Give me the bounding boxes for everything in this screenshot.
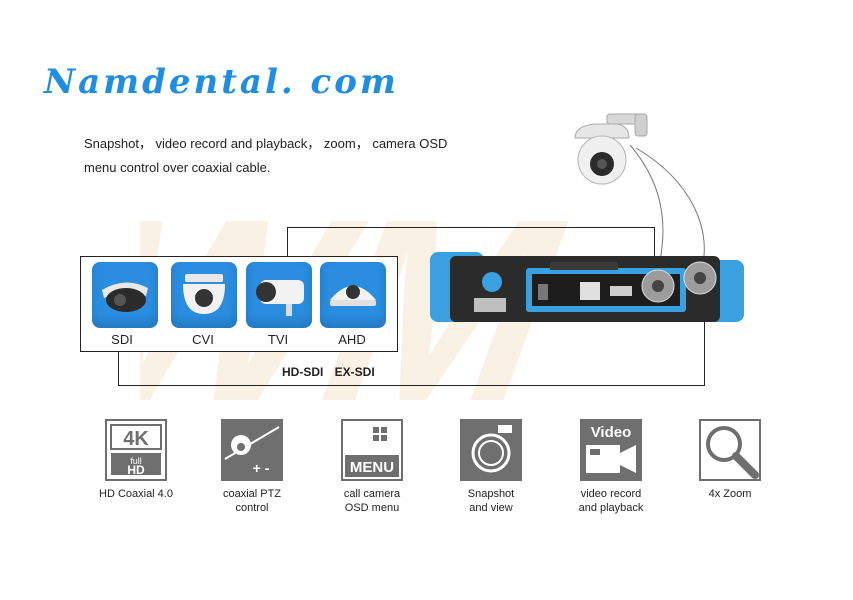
tester-device-image — [430, 252, 744, 322]
tvi-camera-tile — [246, 262, 312, 328]
menu-icon: MENU — [341, 419, 403, 481]
hd-text: HD — [127, 463, 145, 477]
feature-label-zoom: 4x Zoom — [708, 488, 752, 500]
camera-label-sdi: SDI — [111, 332, 133, 347]
dome-camera-icon — [183, 274, 225, 314]
menu-text: MENU — [350, 459, 394, 476]
4k-full-hd-icon: 4K full HD — [105, 419, 167, 481]
sdi-standards-label: HD-SDI EX-SDI — [282, 365, 375, 379]
description-line-1: Snapshot， video record and playback， zoo… — [84, 136, 448, 151]
feature-label-osd-line-2: OSD menu — [344, 502, 400, 514]
connector-top-left-vertical — [287, 227, 288, 257]
feature-label-snapshot: Snapshot and view — [436, 487, 546, 515]
feature-label-ptz-line-2: control — [235, 502, 269, 514]
feature-label-hd-coaxial: HD Coaxial 4.0 — [99, 488, 173, 500]
camera-label-tvi: TVI — [267, 332, 289, 347]
cvi-camera-tile — [171, 262, 237, 328]
video-record-icon: Video — [580, 419, 642, 481]
description: Snapshot， video record and playback， zoo… — [84, 132, 504, 180]
bullet-camera-icon — [256, 280, 304, 316]
connector-bottom-horizontal — [118, 385, 704, 386]
speed-dome-camera-icon — [102, 282, 148, 312]
camera-label-cvi: CVI — [192, 332, 214, 347]
sdi-camera-tile — [92, 262, 158, 328]
connector-top-horizontal — [287, 227, 654, 228]
zoom-magnifier-icon — [699, 419, 761, 481]
brand-logo: Namdental. com — [44, 62, 399, 102]
ir-dome-camera-icon — [330, 285, 376, 306]
feature-label-video-line-1: video record — [580, 488, 642, 500]
snapshot-icon — [460, 419, 522, 481]
feature-label-osd-line-1: call camera — [343, 488, 401, 500]
feature-label-video: video record and playback — [556, 487, 666, 515]
4k-text: 4K — [123, 428, 149, 450]
feature-label-ptz-line-1: coaxial PTZ — [222, 488, 282, 500]
ptz-plus-minus-text: + - — [253, 460, 270, 476]
full-text: full — [130, 456, 142, 466]
video-text: Video — [591, 424, 632, 441]
feature-label-ptz: coaxial PTZ control — [197, 487, 307, 515]
feature-label-snapshot-line-2: and view — [469, 502, 513, 514]
description-line-2: menu control over coaxial cable. — [84, 160, 271, 175]
ptz-control-icon: + - — [221, 419, 283, 481]
feature-label-snapshot-line-1: Snapshot — [467, 488, 515, 500]
ptz-camera-image — [574, 113, 648, 185]
connector-top-right-vertical — [654, 227, 655, 267]
connector-bottom-left-vertical — [118, 350, 119, 385]
ahd-camera-tile — [320, 262, 386, 328]
camera-label-ahd: AHD — [338, 332, 366, 347]
feature-label-video-line-2: and playback — [578, 502, 644, 514]
connector-bottom-right-vertical — [704, 320, 705, 386]
